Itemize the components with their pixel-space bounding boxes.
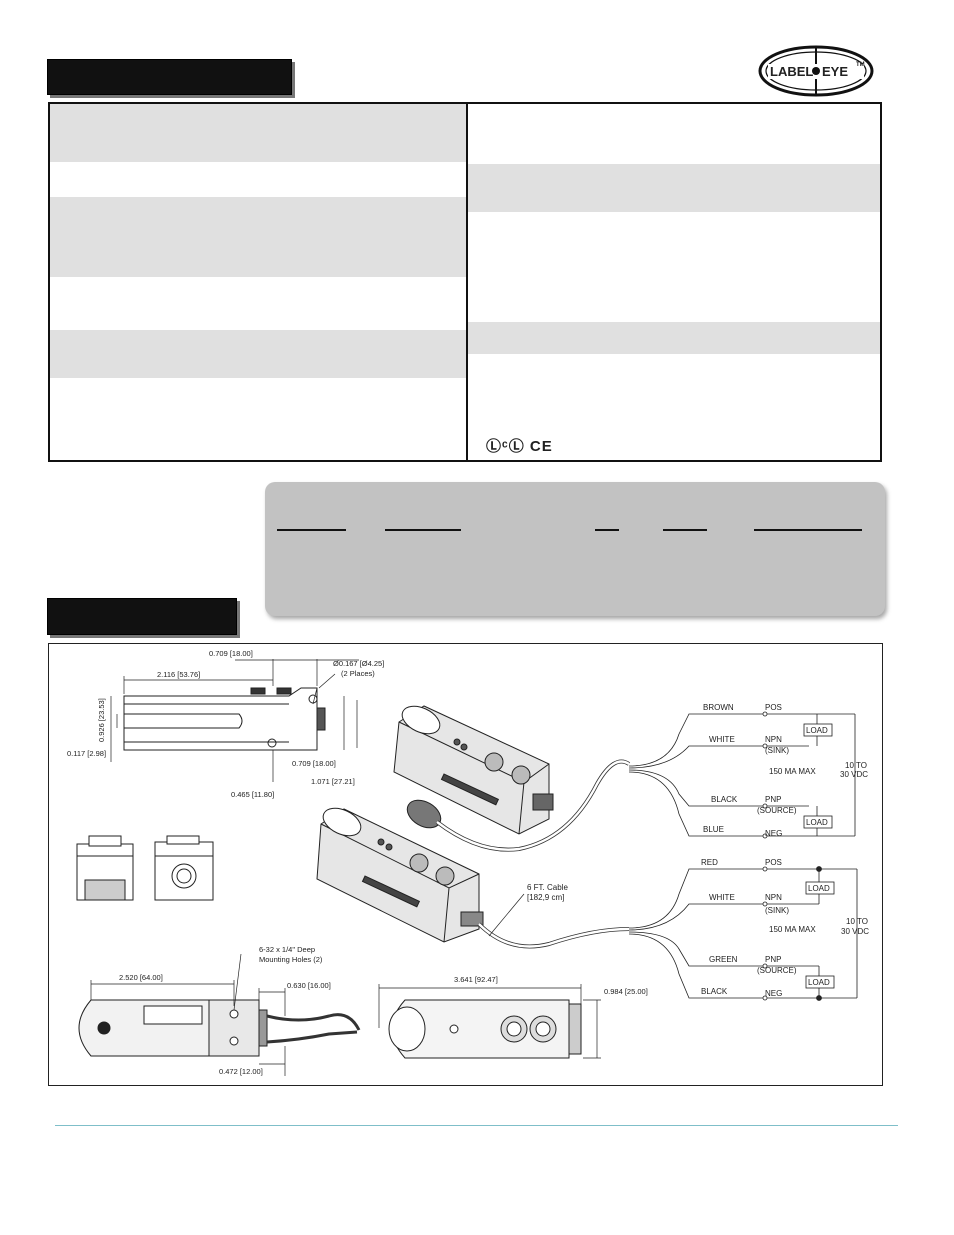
order-field-rule	[277, 529, 346, 531]
dim-hole-465: 0.465 [11.80]	[231, 790, 274, 799]
dim-side-1071: 1.071 [27.21]	[311, 777, 355, 786]
cable-length: 6 FT. Cable	[527, 883, 568, 892]
terminal-label: POS	[765, 703, 782, 712]
dimensional-drawings: 0.709 [18.00] 2.116 [53.76] Ø0.167 [Ø4.2…	[48, 643, 883, 1086]
sensor-connector-cable	[406, 759, 631, 852]
order-field-rule	[663, 529, 707, 531]
supply-voltage: 10 TO	[846, 917, 868, 926]
wire-label: WHITE	[709, 893, 735, 902]
terminal-label: PNP	[765, 955, 781, 964]
wire-label: BLACK	[711, 795, 738, 804]
sensor-side-view	[123, 687, 326, 751]
dim-mount-holes-count: Mounting Holes (2)	[259, 955, 323, 964]
top-view-dimension-lines	[90, 953, 286, 1076]
spec-row-shaded	[50, 330, 466, 378]
spec-row-shaded	[50, 197, 466, 277]
dim-bottom-length: 2.520 [64.00]	[119, 973, 163, 982]
ordering-info-box	[265, 482, 885, 616]
terminal-label: NPN	[765, 735, 782, 744]
dim-bottom-630: 0.630 [16.00]	[287, 981, 331, 990]
logo-text-left: LABEL	[770, 64, 813, 79]
wire-label: BROWN	[703, 703, 734, 712]
dim-hole-places: (2 Places)	[341, 669, 375, 678]
spec-column-left	[50, 104, 466, 460]
dim-mount-holes: 6-32 x 1/4" Deep	[259, 945, 315, 954]
dim-side-709: 0.709 [18.00]	[292, 759, 336, 768]
wire-label: GREEN	[709, 955, 738, 964]
wire-label: BLACK	[701, 987, 728, 996]
spec-row-shaded	[468, 164, 880, 212]
dim-front-length: 3.641 [92.47]	[454, 975, 498, 984]
dim-top-width: 0.709 [18.00]	[209, 649, 253, 658]
certification-marks: ⓁᶜⓁ CE	[486, 438, 553, 455]
wiring-diagram-bottom	[628, 866, 858, 1001]
sensor-3d-lower	[316, 807, 484, 943]
terminal-label: NEG	[765, 829, 782, 838]
wire-label: BLUE	[703, 825, 724, 834]
sensor-pigtail-cable	[477, 893, 630, 949]
label-eye-logo: LABEL EYE TM	[758, 45, 874, 97]
dim-length: 2.116 [53.76]	[157, 670, 200, 679]
terminal-sublabel: (SOURCE)	[757, 806, 797, 815]
spec-column-divider	[466, 104, 468, 460]
current-rating: 150 MA MAX	[769, 925, 816, 934]
specifications-table: ⓁᶜⓁ CE	[48, 102, 882, 462]
sensor-end-view-right	[154, 835, 214, 901]
front-view-dimension-lines	[378, 984, 601, 1059]
supply-voltage: 30 VDC	[841, 927, 869, 936]
dim-height: 0.926 [23.53]	[97, 698, 106, 742]
terminal-sublabel: (SINK)	[765, 746, 789, 755]
sensor-3d-upper	[393, 705, 554, 835]
wire-label: RED	[701, 858, 718, 867]
side-view-dimension-lines	[110, 659, 359, 782]
sensor-front-view	[388, 999, 582, 1059]
spec-column-right: ⓁᶜⓁ CE	[468, 104, 880, 460]
load-label: LOAD	[808, 978, 830, 987]
section-header-tab	[47, 59, 292, 95]
load-label: LOAD	[806, 818, 828, 827]
terminal-label: POS	[765, 858, 782, 867]
wiring-diagram-top	[628, 711, 856, 839]
spec-row-shaded	[50, 104, 466, 162]
drawings-svg: 0.709 [18.00] 2.116 [53.76] Ø0.167 [Ø4.2…	[67, 649, 869, 1076]
terminal-sublabel: (SOURCE)	[757, 966, 797, 975]
terminal-label: PNP	[765, 795, 781, 804]
dim-bottom-472: 0.472 [12.00]	[219, 1067, 263, 1076]
order-field-rule	[595, 529, 619, 531]
footer-divider	[55, 1125, 898, 1126]
sensor-end-view-left	[76, 835, 134, 901]
logo-text-right: EYE	[822, 64, 848, 79]
order-field-rule	[754, 529, 862, 531]
terminal-label: NPN	[765, 893, 782, 902]
load-label: LOAD	[808, 884, 830, 893]
terminal-sublabel: (SINK)	[765, 906, 789, 915]
dim-front-height: 0.984 [25.00]	[604, 987, 648, 996]
current-rating: 150 MA MAX	[769, 767, 816, 776]
order-field-rule	[385, 529, 461, 531]
cable-length-metric: [182,9 cm]	[527, 893, 564, 902]
wire-label: WHITE	[709, 735, 735, 744]
load-label: LOAD	[806, 726, 828, 735]
dimensions-header-tab	[47, 598, 237, 635]
spec-row-shaded	[468, 322, 880, 354]
sensor-top-view	[78, 999, 361, 1057]
dim-slot: 0.117 [2.98]	[67, 749, 106, 758]
supply-voltage: 30 VDC	[840, 770, 868, 779]
logo-trademark: TM	[856, 62, 865, 68]
supply-voltage: 10 TO	[845, 761, 867, 770]
dim-hole-dia: Ø0.167 [Ø4.25]	[333, 659, 384, 668]
terminal-label: NEG	[765, 989, 782, 998]
